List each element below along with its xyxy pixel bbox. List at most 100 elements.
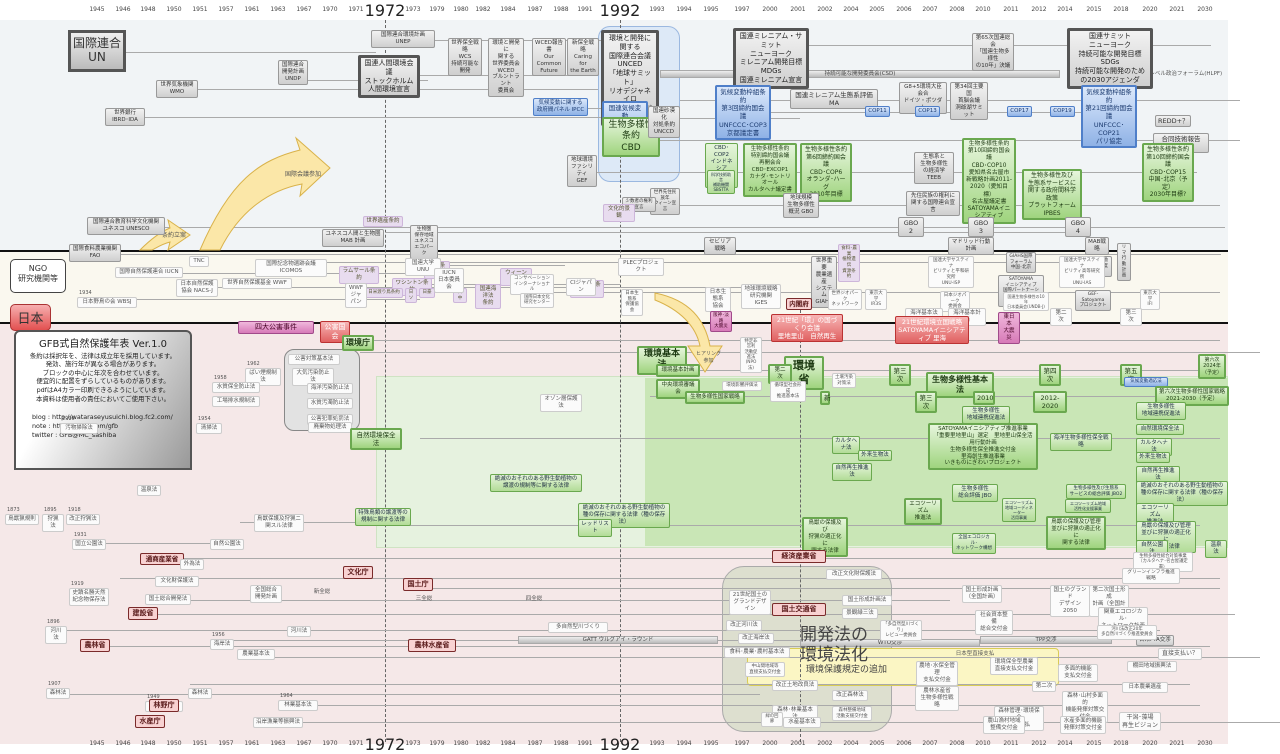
node-nichibun: 国際日本文化 研究センター [520, 293, 554, 308]
year-label: 2004 [843, 740, 859, 747]
connector-line [90, 543, 230, 544]
year-label: 2001 [790, 6, 806, 13]
node-rc1: 生物多様性 地域連携促進法 [1136, 402, 1186, 420]
connector-line [420, 438, 1220, 439]
node-gbo: 地球規模 生物多様性 概況 GBO [783, 193, 819, 218]
node-rikkoku: 21世紀環境立国戦略 SATOYAMAイニシアティブ 里海 [895, 316, 969, 345]
node-chusankan: 中山間地域等 直接支払交付金 [745, 662, 785, 678]
year-label: 1979 [429, 6, 445, 13]
node-lima: リマ 行動 計画 [1117, 243, 1131, 281]
node-bunkazai: 文化財保護法 [155, 576, 199, 587]
year-note: 1907 [48, 681, 61, 687]
node-kasen1: 河川法 [45, 626, 67, 644]
node-madrid: マドリッド行動計画 [948, 237, 994, 255]
year-label: 1961 [244, 740, 260, 747]
node-unccd: 国連砂漠化 対処条約 UNCCD [648, 106, 680, 138]
year-note: 1895 [44, 507, 57, 513]
year-label: 2005 [869, 6, 885, 13]
connector-line [1151, 45, 1211, 46]
node-kokudo: 国土庁 [403, 578, 433, 591]
doc-line: 条約は採択年を、法律は成立年を採用しています。 [29, 351, 177, 360]
node-keisei: 国土形成計画法 [842, 595, 892, 606]
node-unep: 国際連合環境計画 UNEP [371, 30, 435, 48]
node-wcs: 世界保全戦略 WCS 持続可能な開発 [448, 38, 482, 77]
node-cop17: COP17 [1007, 106, 1032, 117]
node-ramsar: ラムサール条約 [339, 266, 379, 284]
year-label: 1946 [115, 740, 131, 747]
node-kensetsu: 建設省 [128, 607, 158, 620]
year-label: 1971 [348, 6, 364, 13]
node-jsov: 日ソ [405, 288, 417, 304]
year-label: 1971 [348, 740, 364, 747]
year-label: 2006 [896, 740, 912, 747]
year-label: 2015 [1086, 740, 1102, 747]
node-kbasic: 公害対策基本法 [288, 354, 340, 365]
node-redd: REDD+？ [1155, 115, 1191, 128]
node-hanshin: 阪神･淡路 大震災 [710, 311, 732, 332]
node-excop: 生物多様性条約 特別締約国会議 再開会合 CBD･EXCOP1 カナダ･モントリ… [743, 143, 797, 198]
year-note: 1958 [214, 375, 227, 381]
node-wb: 世界銀行 IBRD･IDA [105, 108, 145, 126]
node-cop19: COP19 [1050, 106, 1075, 117]
node-carta: カルタヘナ法 [832, 436, 860, 454]
node-ma: 国連ミレニアム生態系評価 MA [790, 89, 878, 110]
connector-line [690, 370, 1220, 371]
node-kshinrin: 改正森林法 [832, 690, 868, 701]
node-ggn: 世界ジオパーク ネットワーク [828, 289, 862, 310]
year-label: 2002 [817, 740, 833, 747]
node-unuias: 国連大学サステイナ ビリティ高等研究所 UNU-IAS [1059, 256, 1105, 289]
dashed-line-2001 [800, 300, 801, 742]
node-n2012: 2012-2020 [1033, 391, 1067, 414]
connector-line [597, 172, 1197, 173]
node-eco: 日本生態系 協会 [705, 287, 731, 312]
node-kkaigan: 改正海岸法 [738, 633, 774, 644]
arrow-label-hearing: ヒアリング 参加 [696, 351, 722, 364]
node-haiki: 廃棄物処理法 [308, 422, 352, 433]
connector-line [1014, 45, 1069, 46]
node-zenso: 全国総合 開発計画 [250, 585, 282, 603]
node-icomos: 国際記念物遺跡会議 ICOMOS [255, 259, 327, 277]
connector-line [60, 694, 760, 695]
node-kan21: 21世紀「環」の国づくり会議 里地里山 自然再生 [771, 314, 843, 343]
doc-line: 便宜的に配置をずらしているものがあります。 [36, 377, 170, 386]
node-choju2: 鳥獣の保護及び管理 並びに狩猟の適正化に 関する法律 [1046, 516, 1106, 550]
year-label: 1967 [296, 740, 312, 747]
node-suishitsu: 水質保全防止法 [212, 382, 260, 393]
year-label: 1997 [734, 740, 750, 747]
node-plec: PLECプロジェクト [618, 258, 664, 276]
year-note: 1918 [68, 507, 81, 513]
node-rc2: 自然環境保全法 [1136, 424, 1184, 435]
node-n2010: 2010 [973, 391, 995, 406]
node-k2: 第二次 [1050, 308, 1072, 326]
year-note: 1931 [74, 532, 87, 538]
doc-title: GFB式自然保護年表 Ver.1.0 [38, 339, 168, 350]
node-ci: コンサベーション インターナショナル [510, 274, 554, 295]
node-ir3s: 東京大学 IR3S [865, 289, 887, 310]
year-label: 1987 [527, 6, 543, 13]
node-mabs: MAB戦略 [1085, 237, 1109, 255]
year-note: 1896 [47, 619, 60, 625]
node-rc10: 温泉法 [1205, 540, 1227, 558]
doc-line: 本資料は使用者の責任においてご使用下さい。 [35, 394, 170, 403]
node-sevilla: セビリア戦略 [704, 237, 736, 255]
node-undp: 国際連合 開発計画 UNDP [278, 60, 308, 85]
node-tnc: TNC [189, 256, 209, 267]
node-mlit: 国土交通省 [772, 603, 826, 616]
node-p3: 第三次 [889, 364, 911, 387]
arrow-label-intl: 国際会議参加 [285, 171, 322, 178]
node-engan: 沿岸漁業等振興法 [253, 717, 303, 728]
connector-line [660, 140, 1240, 141]
year-label: 1972 [364, 735, 406, 754]
node-shinzen: 新全総 [313, 589, 331, 595]
node-n6: 第六次生物多様性国家戦略 2021-2030（予定） [1155, 386, 1229, 406]
node-eia: 環境影響評価法 [722, 381, 762, 391]
node-maff2: 第二次 [1032, 681, 1056, 692]
node-rc4: 外来生物法 [1136, 452, 1170, 463]
node-nogyo: 農業基本法 [237, 649, 275, 660]
connector-line [120, 578, 1220, 579]
year-label: 2015 [1086, 6, 1102, 13]
tpp-bar: TPP交渉 [980, 636, 1112, 644]
year-label: 2030 [1197, 6, 1213, 13]
node-unu: 国連大学 UNU [405, 258, 441, 276]
